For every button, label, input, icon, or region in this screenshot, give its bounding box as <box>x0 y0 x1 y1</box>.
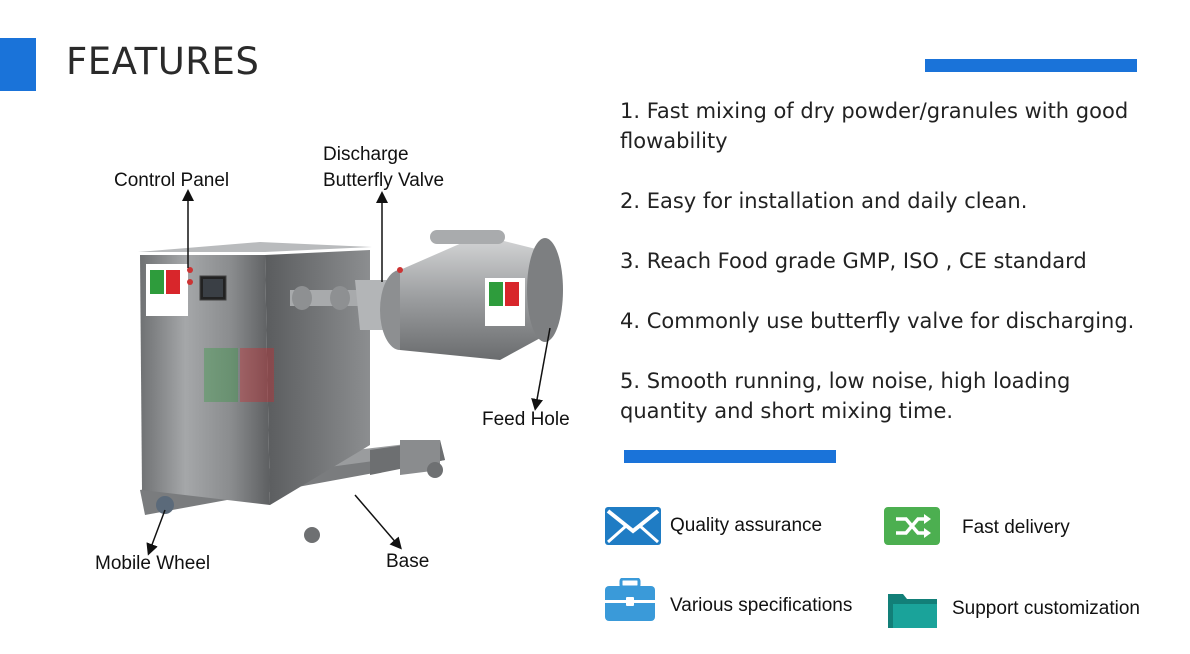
feature-item-2: 2. Easy for installation and daily clean… <box>620 189 1028 213</box>
badge-label-specifications: Various specifications <box>670 595 853 616</box>
callout-control-panel: Control Panel <box>114 170 230 191</box>
shuffle-icon <box>884 507 940 545</box>
page-title: FEATURES <box>66 40 260 83</box>
mixer-machine-image <box>138 230 563 543</box>
callout-discharge-line2: Butterfly Valve <box>323 170 445 191</box>
title-accent-block <box>0 38 36 91</box>
middle-accent-bar <box>624 450 836 463</box>
callout-mobile-wheel: Mobile Wheel <box>95 553 211 574</box>
briefcase-icon <box>605 578 655 621</box>
badge-label-quality: Quality assurance <box>670 515 823 536</box>
badge-label-customization: Support customization <box>952 598 1140 619</box>
callout-feed-hole: Feed Hole <box>482 409 570 430</box>
feature-item-4: 4. Commonly use butterfly valve for disc… <box>620 309 1135 333</box>
badge-label-delivery: Fast delivery <box>962 517 1070 538</box>
feature-item-5: 5. Smooth running, low noise, high loadi… <box>620 369 1071 423</box>
feature-item-3: 3. Reach Food grade GMP, ISO , CE standa… <box>620 249 1087 273</box>
envelope-icon <box>605 507 661 545</box>
top-accent-bar <box>925 59 1137 72</box>
callout-base: Base <box>386 551 430 572</box>
feature-item-1: 1. Fast mixing of dry powder/granules wi… <box>620 99 1129 153</box>
callout-discharge-line1: Discharge <box>323 144 409 165</box>
folder-icon <box>888 594 937 628</box>
